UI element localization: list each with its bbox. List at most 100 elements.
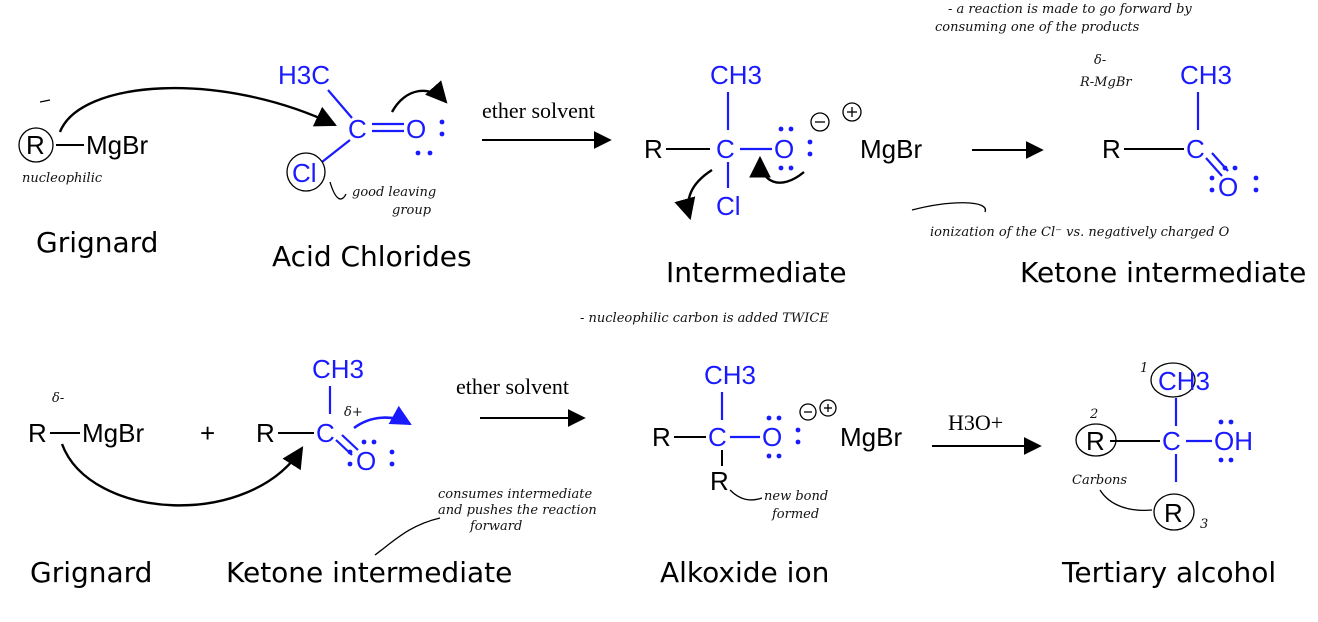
grignard-2: δ- R MgBr + [28, 391, 304, 507]
curly-arrow-reform [749, 155, 805, 184]
note-num-1: 1 [1140, 361, 1148, 376]
alk-r2: R [710, 466, 729, 496]
note-forward-1: - a reaction is made to go forward by [948, 2, 1192, 17]
mgbr-positive-charge [842, 102, 862, 122]
int-ch3: CH3 [710, 60, 762, 90]
note-good-leaving-2: group [392, 203, 432, 218]
acid-c: C [348, 114, 367, 144]
note-carbons: Carbons [1072, 473, 1127, 488]
tert-ch3: CH3 [1158, 366, 1210, 396]
alk-o: O [762, 422, 782, 452]
grignard-2-r: R [28, 418, 47, 448]
carbons-pointer [1099, 489, 1153, 512]
grignard-2-mgbr: MgBr [82, 418, 144, 448]
acid-h3c: H3C [278, 60, 330, 90]
int-o: O [774, 134, 794, 164]
acid-bond-ch3 [327, 89, 353, 119]
curly-arrow-attack-2 [60, 443, 304, 507]
caption-acid-chlorides: Acid Chlorides [272, 240, 472, 273]
alk-ch3: CH3 [704, 360, 756, 390]
plus-sign: + [200, 418, 215, 448]
note-consumes-3: forward [469, 519, 522, 534]
alk-negative-charge [799, 403, 817, 421]
note-delta-plus: δ+ [344, 405, 363, 420]
top-note: - a reaction is made to go forward by co… [935, 2, 1192, 35]
tetrahedral-intermediate: CH3 R C O Cl MgBr [644, 60, 922, 221]
grignard-1-r: R [26, 130, 45, 160]
ket2-ch3: CH3 [312, 354, 364, 384]
ket1-r: R [1102, 134, 1121, 164]
caption-ketone-intermediate-1: Ketone intermediate [1020, 256, 1306, 289]
caption-grignard-2: Grignard [30, 556, 152, 589]
alk-positive-charge [819, 399, 837, 417]
cl-circle-annotation [286, 152, 326, 192]
reaction-arrow-1: ether solvent [482, 98, 612, 149]
ketone-intermediate-2: CH3 R C O δ+ consumes intermediate and p… [256, 354, 597, 556]
grignard-1-minus-mark [39, 99, 51, 103]
alkoxide-ion: CH3 R C O MgBr R new bond formed [652, 360, 902, 522]
alk-c: C [708, 422, 727, 452]
caption-alkoxide-ion: Alkoxide ion [660, 556, 829, 589]
ket1-c: C [1186, 134, 1205, 164]
ket1-ch3: CH3 [1180, 60, 1232, 90]
solvent-label-2: ether solvent [456, 374, 569, 399]
int-c: C [716, 134, 735, 164]
note-delta-minus-2: δ- [52, 391, 64, 406]
int-r: R [644, 134, 663, 164]
tertiary-alcohol: 1 CH3 2 R C OH Carbons R 3 [1072, 361, 1253, 532]
note-num-2: 2 [1089, 407, 1098, 422]
ket2-r: R [256, 418, 275, 448]
note-new-bond-1: new bond [764, 489, 828, 504]
grignard-1: R MgBr nucleophilic [18, 86, 337, 186]
r-circle-annotation [18, 127, 54, 163]
r2-circle-annotation [1153, 493, 1195, 531]
grignard-1-mgbr: MgBr [86, 130, 148, 160]
note-ionization: ionization of the Cl⁻ vs. negatively cha… [930, 225, 1230, 240]
curly-arrow-pi-bond-2 [353, 405, 412, 430]
int-cl: Cl [716, 191, 741, 221]
reaction-arrow-3: H3O+ [932, 410, 1042, 455]
acid-cl: Cl [292, 158, 317, 188]
caption-grignard-1: Grignard [36, 226, 158, 259]
consumes-pointer [374, 517, 441, 556]
ketone-intermediate-1: δ- R-MgBr CH3 R C O [1079, 53, 1259, 202]
note-twice: - nucleophilic carbon is added TWICE [580, 311, 829, 326]
tert-r2: R [1164, 498, 1183, 528]
reaction-arrow-2: ether solvent [456, 374, 586, 427]
alk-r: R [652, 422, 671, 452]
note-r-mgbr: R-MgBr [1079, 75, 1132, 90]
alk-mgbr: MgBr [840, 422, 902, 452]
acid-chloride: H3C C O Cl good leaving group [278, 60, 448, 218]
tert-oh: OH [1214, 426, 1253, 456]
ionization-pointer [911, 202, 986, 213]
note-consumes-2: and pushes the reaction [438, 503, 597, 518]
note-consumes-1: consumes intermediate [438, 487, 592, 502]
note-delta-minus-top: δ- [1094, 53, 1106, 68]
note-nucleophilic: nucleophilic [22, 171, 103, 186]
note-num-3: 3 [1200, 517, 1208, 532]
ch3-circle-annotation [1150, 362, 1196, 398]
tert-r: R [1086, 426, 1105, 456]
curly-arrow-leave [674, 168, 713, 221]
acid-bond-cl [321, 139, 351, 163]
leaving-group-pointer [329, 181, 347, 200]
note-new-bond-2: formed [771, 507, 819, 522]
reagent-h3o: H3O+ [948, 410, 1003, 435]
caption-ketone-intermediate-2: Ketone intermediate [226, 556, 512, 589]
curly-arrow-pi-bond [390, 80, 448, 113]
caption-tertiary-alcohol: Tertiary alcohol [1061, 556, 1276, 589]
ket1-o: O [1218, 172, 1238, 202]
ket2-c: C [316, 418, 335, 448]
note-forward-2: consuming one of the products [935, 20, 1140, 35]
curly-arrow-attack-1 [58, 86, 337, 133]
caption-intermediate: Intermediate [666, 256, 847, 289]
note-good-leaving-1: good leaving [352, 185, 436, 200]
solvent-label-1: ether solvent [482, 98, 595, 123]
tert-c: C [1162, 426, 1181, 456]
acid-o: O [406, 114, 426, 144]
new-bond-pointer [729, 489, 763, 501]
int-negative-charge [810, 112, 830, 132]
ket2-o: O [356, 446, 376, 476]
int-mgbr: MgBr [860, 134, 922, 164]
